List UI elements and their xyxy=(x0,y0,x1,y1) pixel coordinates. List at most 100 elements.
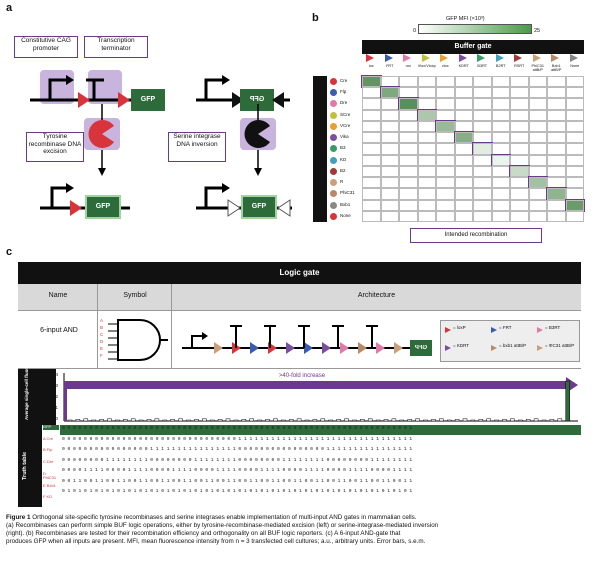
bar xyxy=(273,418,278,422)
recombinase-icon xyxy=(330,122,337,130)
heatmap-cell xyxy=(380,109,399,121)
scale-max: 25 xyxy=(534,28,541,34)
heatmap-cell xyxy=(380,165,399,178)
attr-site-icon xyxy=(277,199,291,217)
bar xyxy=(470,419,476,422)
heatmap-cell xyxy=(417,210,436,222)
column-header: Bxb1 attB/P xyxy=(551,64,562,72)
legend-site-icon xyxy=(445,345,451,351)
heatmap-cell xyxy=(399,177,418,189)
heatmap-cell xyxy=(362,177,381,189)
gfp-on-box xyxy=(85,195,121,219)
serine-text: Serine integrase DNA inversion xyxy=(173,133,221,148)
recombinase-icon xyxy=(330,156,337,164)
heatmap-cell xyxy=(436,165,455,178)
col-name-header: Name xyxy=(48,292,68,299)
ytick: 0 xyxy=(55,416,58,421)
site-icon xyxy=(440,54,448,62)
architecture-diagram xyxy=(182,325,432,356)
recombinase-icon xyxy=(330,111,337,119)
promoter-arrow-icon xyxy=(50,186,66,208)
row-header: R xyxy=(340,179,344,185)
bar xyxy=(75,419,81,422)
bar xyxy=(178,418,183,422)
heatmap-cell xyxy=(454,120,473,133)
heatmap-cell xyxy=(416,108,437,122)
heatmap-cell xyxy=(380,120,399,133)
bar xyxy=(525,419,531,422)
recombinase-icon xyxy=(330,145,337,153)
bar xyxy=(249,418,254,422)
gfp-on-box xyxy=(241,195,277,219)
heatmap-cell xyxy=(565,87,584,99)
cag-promoter-box: Constitutive CAG promoter xyxy=(14,36,78,58)
row-header: KD xyxy=(340,156,347,162)
bar xyxy=(296,418,302,422)
site-icon xyxy=(384,54,393,62)
bar xyxy=(233,419,239,422)
bar xyxy=(91,419,96,422)
tt-gfp-row xyxy=(60,425,581,435)
heatmap-cell xyxy=(399,132,418,144)
legend-text: = bxb1 attB/P xyxy=(499,343,527,348)
divider xyxy=(18,368,581,369)
row-header: B3 xyxy=(340,145,346,151)
heatmap-cell xyxy=(454,109,473,121)
heatmap-cell xyxy=(362,109,381,121)
bar xyxy=(446,419,452,422)
terminator-box: Transcription terminator xyxy=(84,36,148,58)
tt-row-header: A Cre xyxy=(43,435,54,441)
caption-line: (right). (b) Recombinases are tested for… xyxy=(6,530,401,537)
bar xyxy=(462,418,468,422)
divider xyxy=(97,284,98,368)
gfp-inverted-label: GFP xyxy=(249,96,265,103)
site-icon xyxy=(569,54,578,62)
heatmap-cell xyxy=(473,154,492,166)
heatmap-cell xyxy=(454,188,473,200)
tt-row-header: F KD xyxy=(43,494,53,500)
bar xyxy=(304,419,310,422)
serine-box: Serine integrase DNA inversion xyxy=(168,132,226,162)
site-legend: = loxP= FRT= B3RT= KDRT= bxb1 attB/P= ΦC… xyxy=(440,320,580,362)
heatmap-cell xyxy=(436,109,455,121)
gfp-inverted-label: GFP xyxy=(414,345,428,351)
loxp-site-icon xyxy=(70,200,82,216)
down-arrow-icon xyxy=(98,168,106,176)
heatmap-cell xyxy=(399,154,418,166)
heatmap-cell xyxy=(436,199,455,211)
panel-c-label: c xyxy=(6,246,13,258)
bar xyxy=(107,418,112,422)
bar xyxy=(565,380,570,422)
heatmap-cell xyxy=(528,188,547,200)
logic-gate-header: Logic gate xyxy=(18,262,581,284)
recombination-site-icon xyxy=(322,342,331,354)
yaxis-label: Average single-cell fluorescence (a.u.) xyxy=(24,338,29,420)
bar xyxy=(399,419,405,422)
gate-input-label: F xyxy=(100,353,103,358)
loxp-site-icon xyxy=(78,92,90,108)
heatmap-cell xyxy=(528,98,547,110)
bar xyxy=(83,418,89,422)
panel-a-label: a xyxy=(6,2,13,14)
caption-line: produces GFP when all inputs are present… xyxy=(6,538,426,545)
scale-min: 0 xyxy=(413,28,417,34)
loxp-site-icon xyxy=(118,92,130,108)
heatmap-cell xyxy=(491,199,510,211)
heatmap-cell xyxy=(362,87,381,99)
heatmap-cell xyxy=(399,143,418,155)
gate-input-label: A xyxy=(100,318,104,323)
heatmap-cell xyxy=(564,198,585,212)
bar xyxy=(439,418,444,422)
heatmap-cell xyxy=(436,132,455,144)
heatmap-cell xyxy=(565,143,584,155)
column-header: rox xyxy=(405,64,411,68)
heatmap-cell xyxy=(491,210,510,222)
heatmap-cell xyxy=(491,120,510,133)
row-header: Dre xyxy=(340,100,348,106)
bar xyxy=(146,419,152,422)
heatmap-cell xyxy=(491,76,510,88)
heatmap-cell xyxy=(399,120,418,133)
heatmap-cell xyxy=(379,86,400,100)
